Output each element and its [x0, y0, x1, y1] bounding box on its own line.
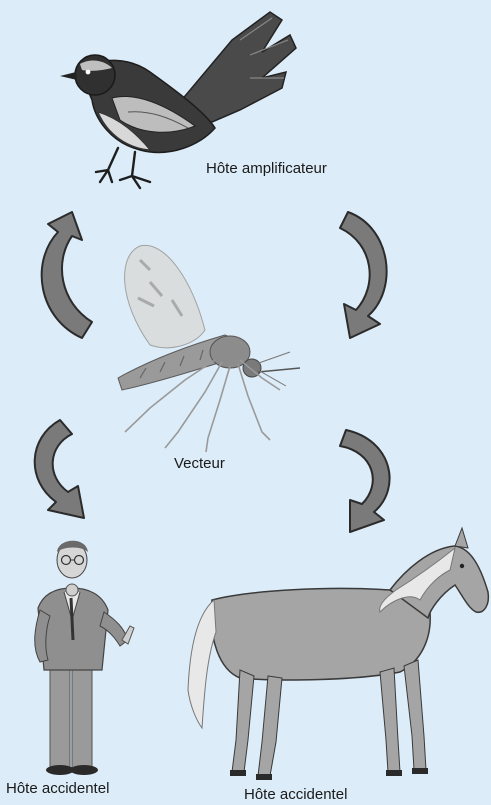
cycle-arrow-icon [340, 212, 387, 338]
mosquito-icon [118, 245, 300, 452]
cycle-arrow-icon [35, 420, 84, 518]
accidental-host-human-label: Hôte accidentel [6, 780, 109, 797]
cycle-arrow-icon [340, 430, 390, 532]
horse-icon [188, 528, 488, 780]
amplifying-host-label: Hôte amplificateur [206, 160, 327, 177]
cycle-arrow-icon [42, 212, 92, 338]
human-icon [35, 541, 134, 775]
accidental-host-horse-label: Hôte accidentel [244, 786, 347, 803]
vector-label: Vecteur [174, 455, 225, 472]
